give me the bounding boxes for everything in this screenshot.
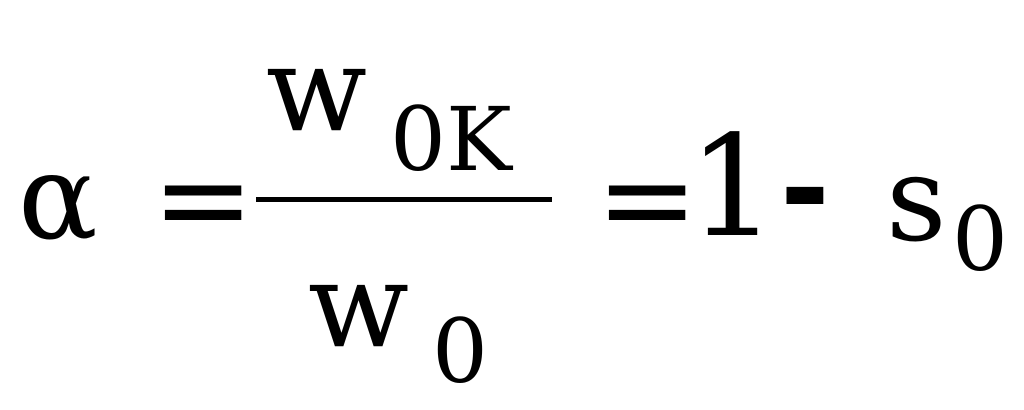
minus-sign: - xyxy=(780,120,830,259)
numerator-subscript: 0K xyxy=(390,88,512,191)
alpha-symbol: α xyxy=(18,128,98,266)
slip-subscript: 0 xyxy=(952,188,1008,291)
fraction-bar xyxy=(256,197,552,202)
denominator-subscript: 0 xyxy=(432,300,488,403)
slip-symbol: s xyxy=(886,130,947,268)
equals-sign-2: = xyxy=(596,128,699,270)
number-one: 1 xyxy=(688,106,778,269)
denominator-symbol: w xyxy=(308,236,410,374)
numerator-symbol: w xyxy=(266,20,368,158)
equals-sign-1: = xyxy=(152,128,255,270)
